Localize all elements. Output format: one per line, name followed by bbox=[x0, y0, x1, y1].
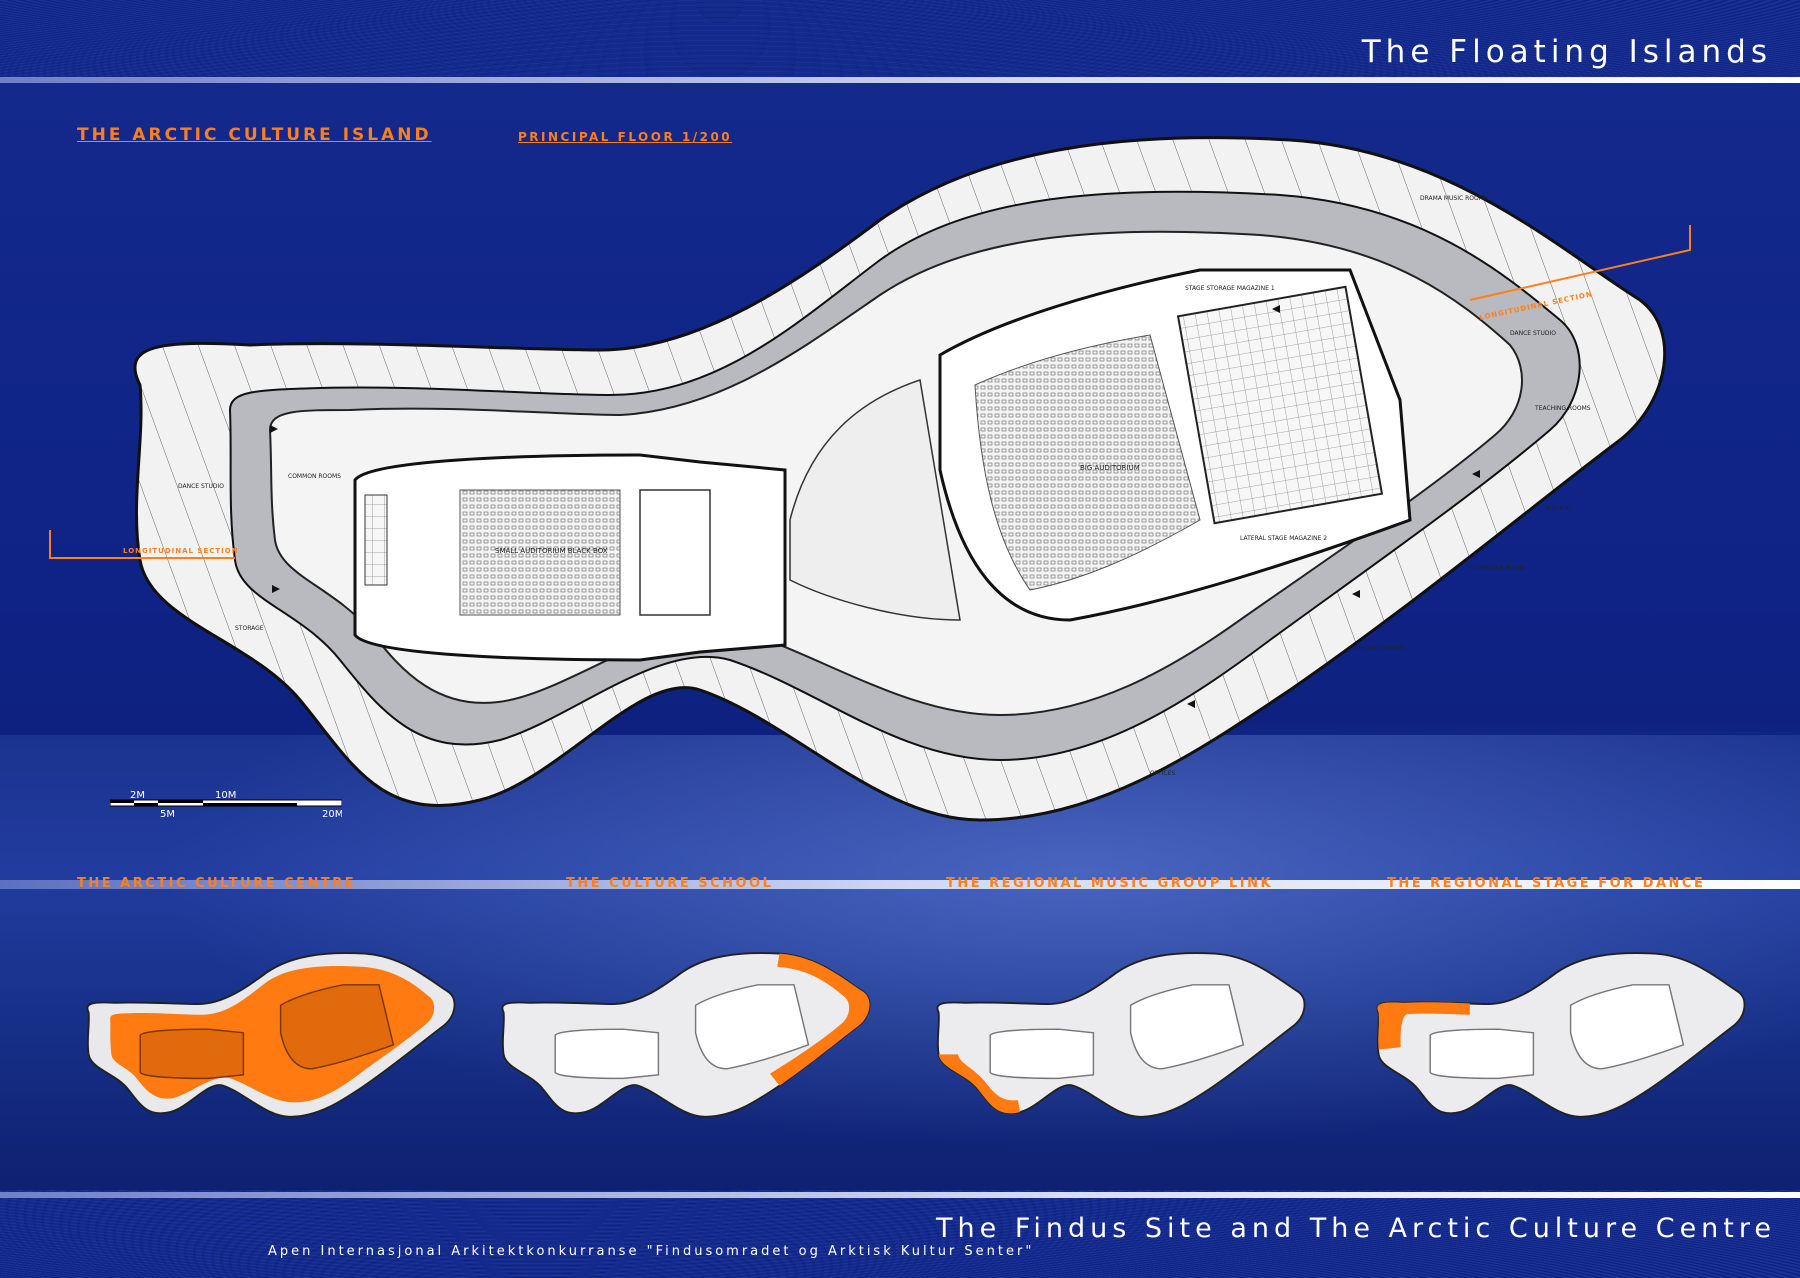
header-rule bbox=[0, 77, 1800, 83]
label-stage-storage: STAGE STORAGE MAGAZINE 1 bbox=[1185, 285, 1275, 292]
section-label-left: LONGITUDINAL SECTION bbox=[123, 547, 239, 555]
label-dance-studio-right: DANCE STUDIO bbox=[1510, 330, 1556, 337]
poster-title: The Floating Islands bbox=[1361, 34, 1772, 70]
plan-subtitle: PRINCIPAL FLOOR 1/200 bbox=[518, 130, 733, 144]
main-stage bbox=[1176, 285, 1384, 525]
small-auditorium-seating bbox=[459, 489, 621, 616]
plan-title: THE ARCTIC CULTURE ISLAND bbox=[77, 125, 432, 145]
scale-label-2m: 2M bbox=[130, 790, 145, 801]
header-band bbox=[0, 0, 1800, 80]
label-computer-room: COMPUTER ROOM bbox=[1470, 565, 1524, 572]
variant-plan-music-group-link bbox=[936, 952, 1306, 1118]
scale-label-10m: 10M bbox=[215, 790, 236, 801]
section-line-right bbox=[1469, 225, 1691, 301]
variant-plan-stage-for-dance bbox=[1376, 952, 1746, 1118]
label-storage: STORAGE bbox=[235, 625, 264, 632]
label-atelier: ATELIER bbox=[1545, 505, 1569, 512]
label-dressing-rooms: DRESSING ROOMS bbox=[1350, 645, 1406, 652]
foyer-area bbox=[789, 379, 961, 621]
big-auditorium-seating bbox=[974, 334, 1201, 591]
label-dance-studio-left: DANCE STUDIO bbox=[178, 483, 224, 490]
small-auditorium-stage bbox=[639, 489, 711, 616]
stair-left bbox=[364, 494, 388, 586]
label-teaching-rooms: TEACHING ROOMS bbox=[1534, 405, 1591, 412]
section-line-left bbox=[49, 530, 235, 559]
footer-band bbox=[0, 1190, 1800, 1278]
scale-label-20m: 20M bbox=[322, 809, 342, 818]
footer-subtitle: Apen Internasjonal Arkitektkonkurranse "… bbox=[268, 1244, 1035, 1259]
label-small-auditorium: SMALL AUDITORIUM BLACK BOX bbox=[495, 547, 608, 555]
variant-label-stage-for-dance: THE REGIONAL STAGE FOR DANCE bbox=[1387, 876, 1706, 891]
footer-rule bbox=[0, 1192, 1800, 1198]
variant-label-music-group-link: THE REGIONAL MUSIC GROUP LINK bbox=[946, 876, 1274, 891]
scale-label-5m: 5M bbox=[160, 809, 175, 818]
variants-rule bbox=[0, 880, 1800, 889]
label-drama-music: DRAMA MUSIC ROOMS bbox=[1420, 195, 1488, 202]
label-lateral-stage: LATERAL STAGE MAGAZINE 2 bbox=[1240, 535, 1327, 542]
floor-plan: SMALL AUDITORIUM BLACK BOX BIG AUDITORIU… bbox=[49, 136, 1691, 822]
label-big-auditorium: BIG AUDITORIUM bbox=[1080, 464, 1140, 472]
label-common-rooms: COMMON ROOMS bbox=[288, 473, 341, 480]
variant-plan-culture-school bbox=[501, 952, 871, 1118]
scale-bar: 2M 10M 5M 20M bbox=[110, 790, 342, 818]
variant-label-arctic-culture-centre: THE ARCTIC CULTURE CENTRE bbox=[77, 876, 357, 891]
variant-label-culture-school: THE CULTURE SCHOOL bbox=[566, 876, 774, 891]
entrance-markers bbox=[270, 305, 1480, 708]
variant-plan-arctic-culture-centre bbox=[86, 952, 456, 1118]
label-offices: OFFICES bbox=[1150, 770, 1175, 777]
footer-title: The Findus Site and The Arctic Culture C… bbox=[936, 1213, 1776, 1244]
